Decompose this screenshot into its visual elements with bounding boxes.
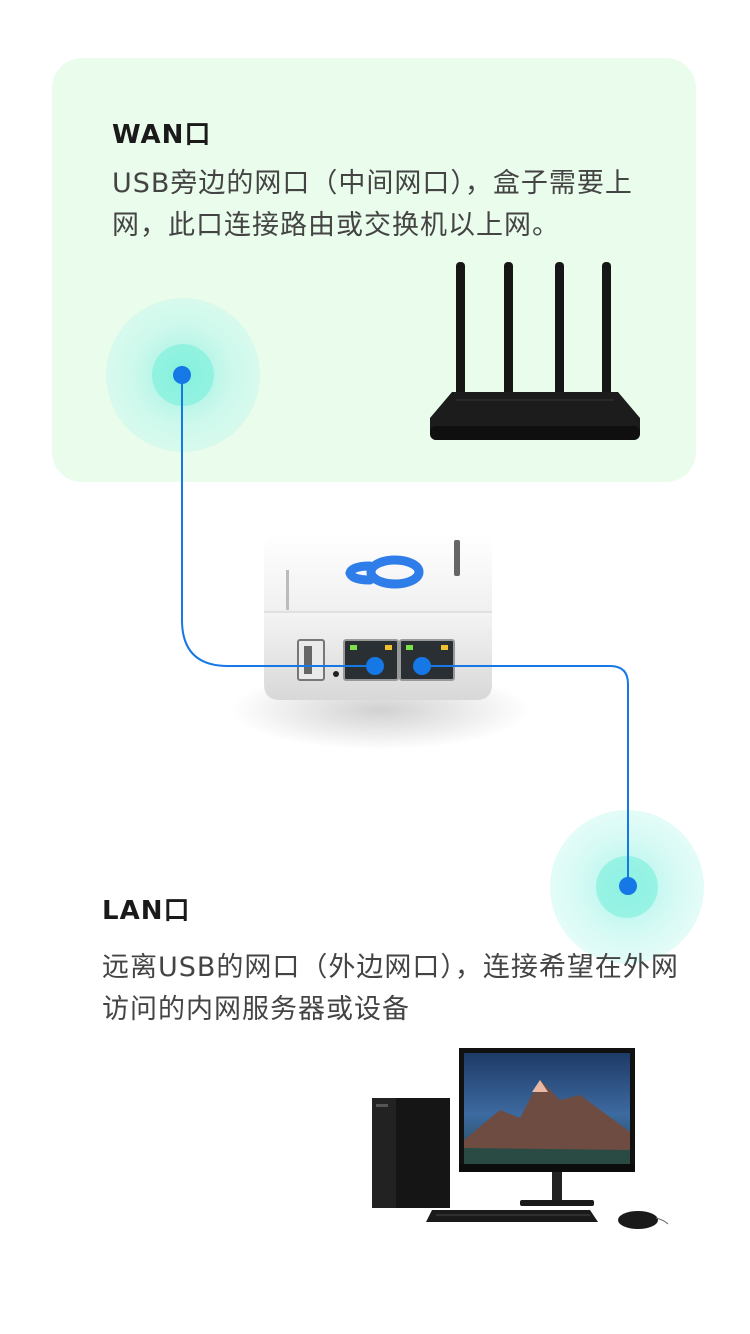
wan-port-title: WAN口 xyxy=(112,120,212,150)
device-logo-icon xyxy=(345,555,424,589)
wifi-router-icon xyxy=(430,262,640,440)
desktop-computer-icon xyxy=(372,1048,669,1229)
mini-network-box-icon xyxy=(264,534,492,700)
lan-port-dot xyxy=(413,657,431,675)
lan-port-description: 远离USB的网口（外边网口），连接希望在外网访问的内网服务器或设备 xyxy=(102,952,679,1025)
lan-connector-line xyxy=(422,665,629,886)
lan-anchor-dot xyxy=(619,877,637,895)
wan-anchor-dot xyxy=(173,366,191,384)
wan-port-description: USB旁边的网口（中间网口），盒子需要上网，此口连接路由或交换机以上网。 xyxy=(112,168,633,241)
wan-connector-line xyxy=(181,376,376,667)
wan-port-dot xyxy=(366,657,384,675)
lan-port-title: LAN口 xyxy=(102,896,191,926)
